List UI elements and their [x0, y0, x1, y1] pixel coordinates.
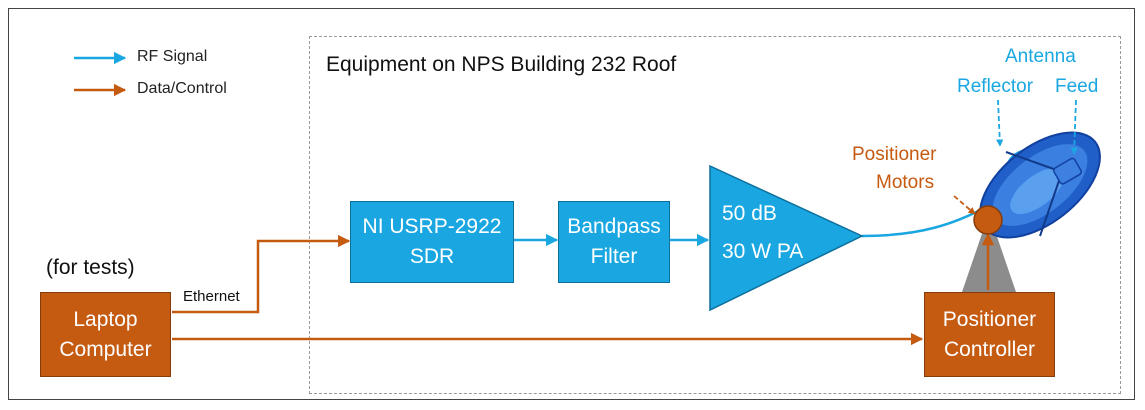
positioner-motors-label-1: Positioner — [852, 144, 937, 165]
legend-data-label: Data/Control — [137, 80, 227, 97]
ethernet-link — [172, 234, 351, 314]
filter-line2: Filter — [590, 245, 638, 268]
sdr-block: NI USRP-2922 SDR — [350, 201, 514, 283]
legend-rf-label: RF Signal — [137, 48, 208, 65]
laptop-line1: Laptop — [73, 307, 138, 331]
laptop-line2: Computer — [59, 337, 152, 361]
ethernet-label: Ethernet — [183, 288, 240, 305]
amplifier-power-label: 30 W PA — [722, 240, 804, 263]
positioner-motors-label-2: Motors — [876, 172, 935, 193]
filter-line1: Bandpass — [567, 215, 661, 238]
antenna-label: Antenna — [1005, 46, 1076, 67]
positioner-controller-block: Positioner Controller — [924, 292, 1055, 377]
controller-line1: Positioner — [942, 307, 1037, 331]
feed-callout — [1070, 99, 1078, 155]
sdr-line1: NI USRP-2922 — [362, 215, 502, 238]
amplifier-gain-label: 50 dB — [722, 202, 777, 225]
laptop-block: Laptop Computer — [40, 292, 171, 377]
roof-title: Equipment on NPS Building 232 Roof — [326, 53, 677, 76]
diagram-border — [8, 8, 1135, 400]
bandpass-filter-block: Bandpass Filter — [558, 201, 670, 283]
antenna-feed-horn — [1052, 157, 1083, 185]
controller-line2: Controller — [943, 337, 1036, 361]
for-tests-label: (for tests) — [46, 256, 135, 279]
feed-label: Feed — [1055, 76, 1099, 97]
reflector-label: Reflector — [957, 76, 1034, 97]
positioner-motor — [973, 205, 1003, 235]
roof-equipment-boundary — [309, 36, 1121, 394]
sdr-line2: SDR — [409, 245, 455, 268]
motors-callout — [953, 195, 976, 215]
